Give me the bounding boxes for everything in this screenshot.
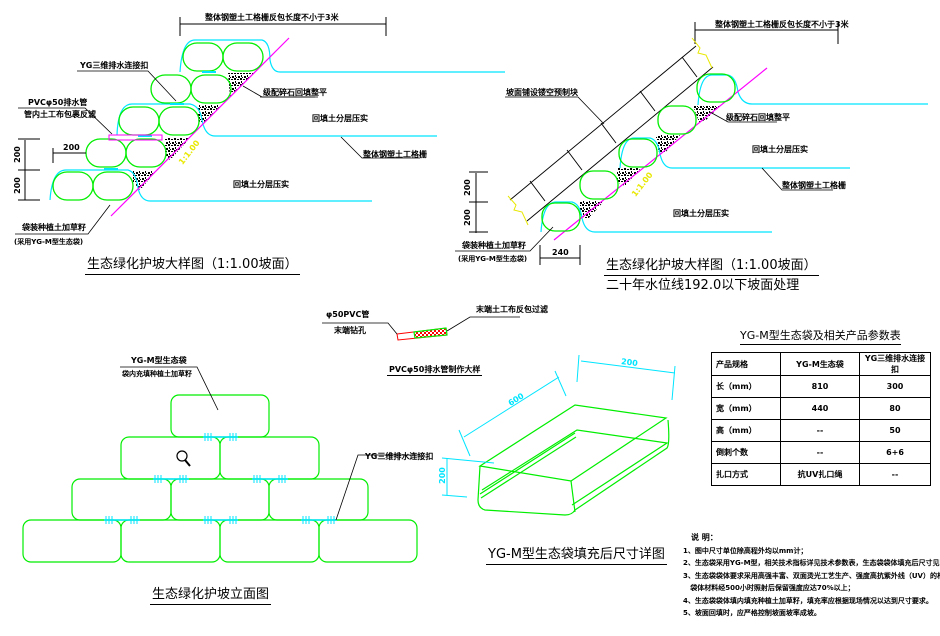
magnifier-icon — [176, 450, 191, 467]
fig2-gravel-label: 级配碎石回填整平 — [726, 113, 790, 122]
bag-detail-title: YG-M型生态袋填充后尺寸详图 — [486, 547, 667, 565]
fig2-dim-height-1: 200 — [462, 179, 472, 196]
table-header: YG-M生态袋 — [780, 352, 860, 376]
elev-bag-fill-label: 袋内充填种植土加草籽 — [122, 370, 192, 378]
fig1-connectors — [104, 71, 216, 170]
note-item: 1、图中尺寸单位除高程外均以mm计； — [683, 546, 808, 555]
table-cell: -- — [780, 441, 860, 464]
table-cell: 50 — [859, 419, 931, 442]
fig2-dim-width: 240 — [552, 248, 569, 257]
fig2-bag-fill-label: 袋装种植土加草籽 — [462, 241, 526, 250]
fig1-bag-fill-label: 袋装种植土加草籽 — [22, 223, 86, 232]
fig1-fill-lower-label: 回填土分层压实 — [233, 180, 289, 189]
pvc-drill-label: 末端钻孔 — [334, 326, 366, 335]
table-cell: 300 — [859, 375, 931, 398]
fig1-slope-line — [110, 37, 290, 217]
table-cell: 倒刺个数 — [711, 441, 781, 464]
table-cell: -- — [859, 463, 931, 486]
fig1-pvc-pipe — [108, 134, 163, 141]
fig2-precast-label: 坡面铺设镂空预制块 — [506, 88, 578, 97]
fig2-section — [455, 22, 928, 265]
elevation-title: 生态绿化护坡立面图 — [150, 587, 272, 605]
table-row: 长（mm） 810 300 — [711, 375, 931, 398]
table-row: 宽（mm） 440 80 — [711, 397, 931, 420]
fig2-dim-height-2: 200 — [462, 209, 472, 226]
fig1-pvc-label: PVCφ50排水管 — [28, 98, 88, 107]
table-cell: 长（mm） — [711, 375, 781, 398]
table-header: 产品规格 — [711, 352, 781, 376]
fig2-top-dim-label: 整体钢塑土工格栅反包长度不小于3米 — [715, 20, 849, 29]
fig1-dim-width: 200 — [63, 143, 80, 152]
fig2-geogrid-label: 整体钢塑土工格栅 — [782, 181, 846, 190]
fig2-fill-lower-label: 回填土分层压实 — [673, 209, 729, 218]
param-table-title: YG-M型生态袋及相关产品参数表 — [740, 328, 901, 345]
note-item: 3、生态袋袋体要求采用高强丰富、双面烫光工艺生产、强度高抗紫外线（UV）的材料， — [683, 571, 940, 580]
fig1-geogrid-label: 整体钢塑土工格栅 — [363, 150, 427, 159]
fig2-fill-upper-label: 回填土分层压实 — [752, 145, 808, 154]
fig1-title: 生态绿化护坡大样图（1:1.00坡面） — [85, 257, 300, 275]
table-row: 扎口方式 抗UV扎口绳 -- — [711, 463, 931, 486]
fig1-top-dim-label: 整体钢塑土工格栅反包长度不小于3米 — [205, 13, 339, 22]
bag-3d-view — [477, 404, 670, 516]
note-item: 2、生态袋采用YG-M型，相关技术指标详见技术参数表，生态袋袋体填充后尺寸见图； — [683, 559, 940, 567]
table-row: 高（mm） -- 50 — [711, 419, 931, 442]
table-cell: 6+6 — [859, 441, 931, 464]
fig1-dim-height-2: 200 — [12, 177, 22, 194]
table-cell: 扎口方式 — [711, 463, 781, 486]
table-row: 倒刺个数 -- 6+6 — [711, 441, 931, 464]
table-header: YG三维排水连接扣 — [859, 352, 931, 376]
table-cell: 高（mm） — [711, 419, 781, 442]
fig1-gravel-label: 级配碎石回填整平 — [263, 88, 327, 97]
bag-height-dim: 200 — [437, 467, 447, 484]
table-cell: 810 — [780, 375, 860, 398]
pvc-pipe-label: φ50PVC管 — [326, 310, 370, 319]
fig1-connector-label: YG三维排水连接扣 — [80, 61, 149, 70]
notes-block: 说 明： 1、图中尺寸单位除高程外均以mm计； 2、生态袋采用YG-M型，相关技… — [683, 532, 940, 620]
table-cell: -- — [780, 419, 860, 442]
fig1-pvc-wrap-label: 管内土工布包裹反滤 — [24, 110, 96, 119]
fig1-geogrid — [49, 39, 505, 202]
elev-bag-label: YG-M型生态袋 — [131, 356, 187, 365]
fig1-section — [15, 17, 505, 235]
note-item: 5、坡面回填时，应严格控制坡面坡率成坡。 — [683, 609, 821, 617]
pvc-detail-title: PVCφ50排水管制作大样 — [387, 365, 483, 376]
note-item: 袋体材料经500小时照射后保留强度应达70%以上； — [683, 584, 855, 592]
fig2-bag-type-label: (采用YG-M型生态袋) — [458, 255, 528, 263]
table-header-row: 产品规格 YG-M生态袋 YG三维排水连接扣 — [711, 352, 931, 376]
fig1-bag-type-label: (采用YG-M型生态袋) — [14, 238, 84, 246]
notes-heading: 说 明： — [691, 533, 718, 542]
table-cell: 440 — [780, 397, 860, 420]
table-cell: 抗UV扎口绳 — [780, 463, 860, 486]
bag-width-dim: 200 — [620, 357, 639, 368]
fig1-fill-upper-label: 回填土分层压实 — [312, 114, 368, 123]
elev-connector-label: YG三维排水连接扣 — [365, 452, 434, 461]
note-item: 4、生态袋袋体填内填充种植土加草籽，填充率应根据现场情况以达到尺寸要求。 — [683, 596, 933, 605]
pvc-detail — [322, 316, 520, 341]
elevation-view — [22, 394, 418, 563]
pvc-filter-label: 末端土工布反包过滤 — [476, 305, 548, 314]
fig2-title: 生态绿化护坡大样图（1:1.00坡面） — [604, 258, 819, 276]
param-table: 产品规格 YG-M生态袋 YG三维排水连接扣 长（mm） 810 300 宽（m… — [711, 352, 931, 486]
fig2-subtitle: 二十年水位线192.0以下坡面处理 — [606, 278, 800, 293]
fig1-dim-height-1: 200 — [12, 146, 22, 163]
table-cell: 80 — [859, 397, 931, 420]
table-cell: 宽（mm） — [711, 397, 781, 420]
